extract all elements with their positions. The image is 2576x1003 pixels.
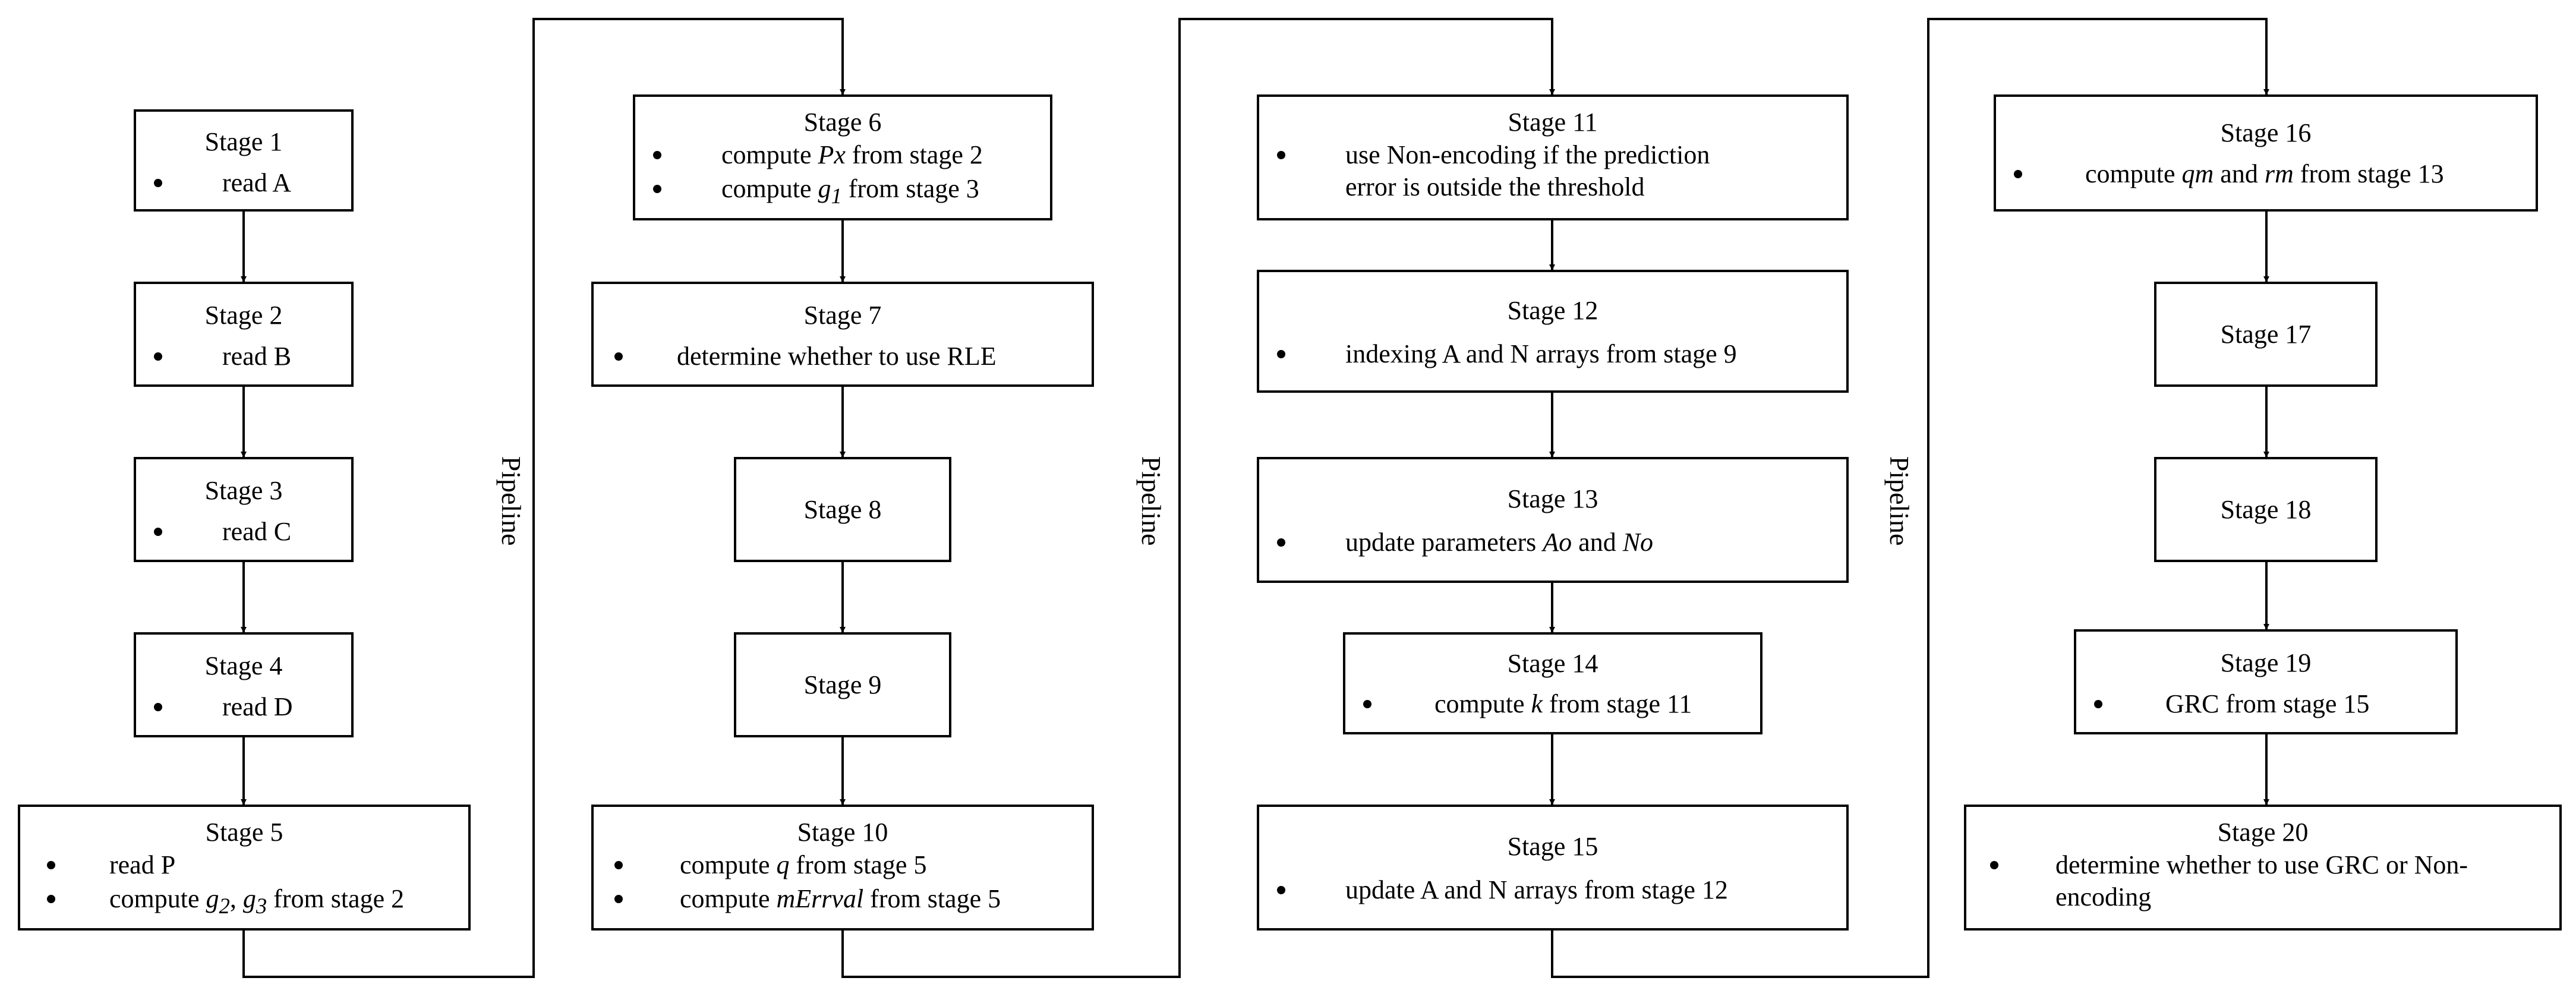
stage-bullet-text: determine whether to use RLE (677, 342, 997, 371)
bullet-icon (1277, 151, 1285, 159)
stage-17-box: Stage 17 (2154, 282, 2378, 387)
stage-title: Stage 15 (1507, 832, 1598, 861)
stage-bullet-text: compute q from stage 5 (680, 850, 927, 879)
bullet-icon (2014, 170, 2022, 178)
stage-title: Stage 18 (2220, 495, 2312, 524)
stage-bullet-text: read P (109, 850, 176, 879)
stage-13-box: Stage 13 update parameters Ao and No (1257, 457, 1849, 583)
stage-bullet-text: read D (222, 692, 293, 721)
pipeline-connector-2 (841, 18, 1555, 978)
stage-5-box: Stage 5 read P compute g2, g3 from stage… (18, 805, 471, 931)
stage-title: Stage 17 (2220, 320, 2312, 349)
stage-title: Stage 10 (797, 818, 888, 847)
stage-6-box: Stage 6 compute Px from stage 2 compute … (633, 94, 1052, 220)
stage-bullet-text: compute mErrval from stage 5 (680, 884, 1001, 913)
stage-title: Stage 3 (204, 476, 283, 505)
stage-18-box: Stage 18 (2154, 457, 2378, 562)
stage-bullet-text: use Non-encoding if the prediction (1345, 140, 1710, 169)
stage-1-box: Stage 1 read A (134, 109, 354, 212)
stage-title: Stage 2 (204, 301, 283, 330)
stage-bullet-text: determine whether to use GRC or Non- (2055, 850, 2468, 879)
pipeline-label-2: Pipeline (1136, 456, 1166, 546)
bullet-icon (614, 861, 623, 869)
bullet-icon (653, 185, 661, 193)
stage-title: Stage 7 (803, 301, 882, 330)
stage-title: Stage 4 (204, 651, 283, 680)
stage-2-box: Stage 2 read B (134, 282, 354, 387)
stage-title: Stage 1 (204, 127, 283, 156)
stage-bullet-text: compute qm and rm from stage 13 (2085, 159, 2444, 188)
stage-bullet-text-cont: error is outside the threshold (1345, 172, 1645, 201)
stage-4-box: Stage 4 read D (134, 632, 354, 737)
stage-title: Stage 20 (2217, 818, 2309, 847)
stage-title: Stage 19 (2220, 648, 2312, 677)
stage-15-box: Stage 15 update A and N arrays from stag… (1257, 805, 1849, 931)
stage-7-box: Stage 7 determine whether to use RLE (591, 282, 1094, 387)
stage-title: Stage 13 (1507, 484, 1598, 513)
bullet-icon (154, 179, 162, 187)
stage-19-box: Stage 19 GRC from stage 15 (2074, 629, 2458, 734)
bullet-icon (2094, 700, 2102, 708)
stage-bullet-text: indexing A and N arrays from stage 9 (1345, 339, 1737, 368)
bullet-icon (1277, 538, 1285, 547)
bullet-icon (614, 895, 623, 903)
stage-title: Stage 11 (1508, 108, 1598, 137)
stage-title: Stage 8 (803, 495, 882, 524)
stage-8-box: Stage 8 (734, 457, 951, 562)
stage-bullet-text: compute k from stage 11 (1434, 689, 1692, 718)
stage-bullet-text: compute Px from stage 2 (721, 140, 983, 169)
stage-bullet-text: read A (222, 168, 292, 197)
bullet-icon (1277, 886, 1285, 894)
stage-bullet-text-cont: encoding (2055, 882, 2152, 911)
stage-3-box: Stage 3 read C (134, 457, 354, 562)
stage-title: Stage 9 (803, 670, 882, 699)
bullet-icon (653, 151, 661, 159)
pipeline-label-1: Pipeline (496, 456, 526, 546)
bullet-icon (1277, 350, 1285, 358)
stage-bullet-text: read C (222, 517, 292, 546)
pipeline-connector-3 (1551, 18, 2269, 978)
stage-bullet-text: compute g2, g3 from stage 2 (109, 884, 405, 918)
stage-bullet-text: read B (222, 342, 292, 371)
bullet-icon (47, 895, 55, 903)
bullet-icon (614, 352, 623, 361)
stage-title: Stage 5 (205, 818, 283, 847)
bullet-icon (1363, 700, 1371, 708)
stage-11-box: Stage 11 use Non-encoding if the predict… (1257, 94, 1849, 220)
bullet-icon (154, 703, 162, 711)
stage-10-box: Stage 10 compute q from stage 5 compute … (591, 805, 1094, 931)
stage-12-box: Stage 12 indexing A and N arrays from st… (1257, 270, 1849, 393)
stage-bullet-text: update parameters Ao and No (1345, 528, 1654, 557)
pipeline-label-3: Pipeline (1884, 456, 1915, 546)
stage-title: Stage 16 (2220, 118, 2312, 147)
bullet-icon (1990, 861, 1998, 869)
bullet-icon (47, 861, 55, 869)
stage-title: Stage 12 (1507, 296, 1598, 325)
stage-title: Stage 6 (803, 108, 882, 137)
stage-bullet-text: update A and N arrays from stage 12 (1345, 875, 1728, 904)
pipeline-connector-1 (242, 18, 846, 978)
bullet-icon (154, 528, 162, 536)
stage-16-box: Stage 16 compute qm and rm from stage 13 (1994, 94, 2538, 212)
stage-bullet-text: compute g1 from stage 3 (721, 174, 979, 208)
bullet-icon (154, 352, 162, 361)
stage-14-box: Stage 14 compute k from stage 11 (1343, 632, 1762, 734)
stage-9-box: Stage 9 (734, 632, 951, 737)
stage-bullet-text: GRC from stage 15 (2165, 689, 2370, 718)
stage-title: Stage 14 (1507, 649, 1598, 678)
stage-20-box: Stage 20 determine whether to use GRC or… (1964, 805, 2562, 931)
